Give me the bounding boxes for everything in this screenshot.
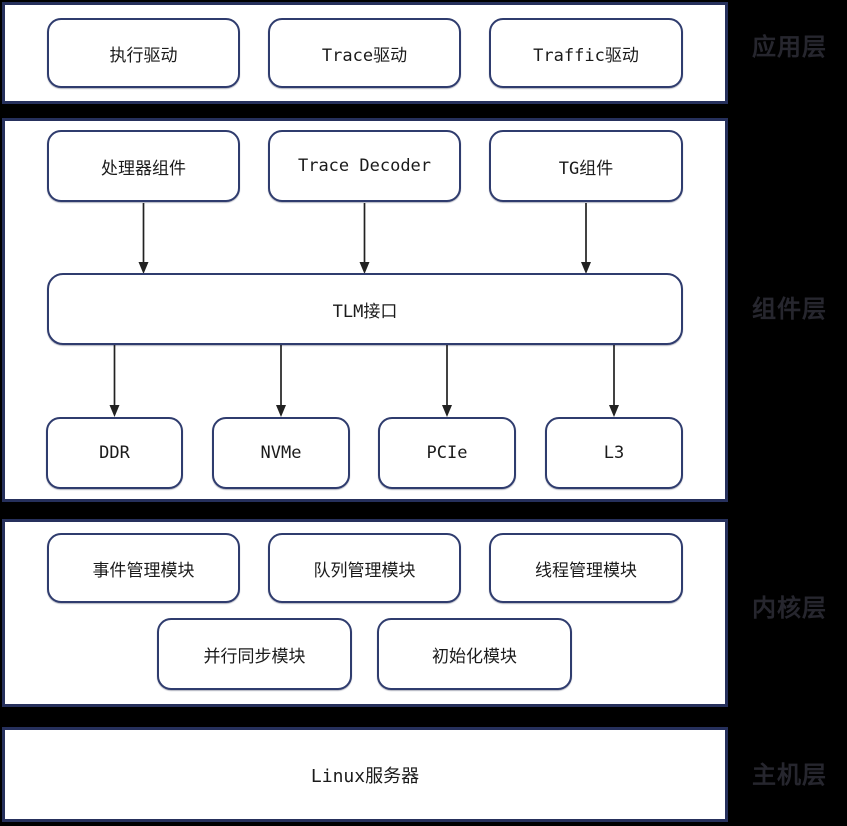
node-parallel-sync: 并行同步模块 [157, 618, 352, 690]
node-traffic-driver: Traffic驱动 [489, 18, 683, 88]
panel-host-layer [2, 727, 728, 822]
node-event-management: 事件管理模块 [47, 533, 240, 603]
node-nvme: NVMe [212, 417, 350, 489]
layer-label-kernel: 内核层 [752, 594, 827, 622]
layer-label-component: 组件层 [752, 295, 827, 323]
node-exec-driver: 执行驱动 [47, 18, 240, 88]
node-init-module: 初始化模块 [377, 618, 572, 690]
node-linux-server: Linux服务器 [310, 765, 420, 787]
layer-label-application: 应用层 [752, 33, 827, 61]
node-tlm-interface: TLM接口 [47, 273, 683, 345]
node-pcie: PCIe [378, 417, 516, 489]
node-tg-component: TG组件 [489, 130, 683, 202]
node-ddr: DDR [46, 417, 183, 489]
node-l3: L3 [545, 417, 683, 489]
node-trace-decoder: Trace Decoder [268, 130, 461, 202]
node-processor-component: 处理器组件 [47, 130, 240, 202]
node-trace-driver: Trace驱动 [268, 18, 461, 88]
node-queue-management: 队列管理模块 [268, 533, 461, 603]
node-thread-management: 线程管理模块 [489, 533, 683, 603]
layer-label-host: 主机层 [752, 761, 827, 789]
